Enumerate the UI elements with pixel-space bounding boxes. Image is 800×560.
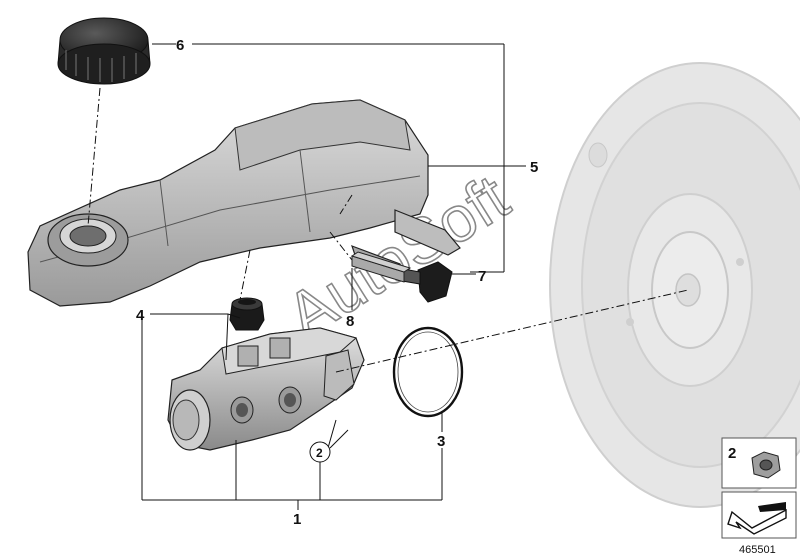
callout-7: 7 [478, 268, 486, 285]
o-ring [392, 326, 464, 418]
level-switch [350, 251, 412, 283]
brake-booster [549, 62, 800, 508]
legend-item-number: 2 [728, 445, 736, 462]
arrow-symbol-icon [727, 502, 787, 535]
callout-6: 6 [176, 37, 184, 54]
legend: 2 [721, 437, 797, 539]
callout-2: 2 [316, 446, 323, 460]
callout-labels: 6 5 7 8 4 3 1 2 [136, 37, 538, 528]
leader-lines [141, 43, 526, 510]
nut-icon [751, 451, 781, 479]
grommet [229, 297, 265, 331]
master-cylinder [167, 327, 365, 451]
callout-8: 8 [346, 313, 354, 330]
assembly-lines [87, 87, 689, 373]
callout-2-circle [309, 441, 331, 463]
callout-4: 4 [136, 307, 145, 324]
document-number: 465501 [739, 544, 776, 556]
callout-5: 5 [530, 159, 538, 176]
screw-cap [57, 17, 151, 85]
expansion-tank [27, 99, 461, 307]
callout-3: 3 [437, 433, 445, 450]
callout-1: 1 [293, 511, 301, 528]
